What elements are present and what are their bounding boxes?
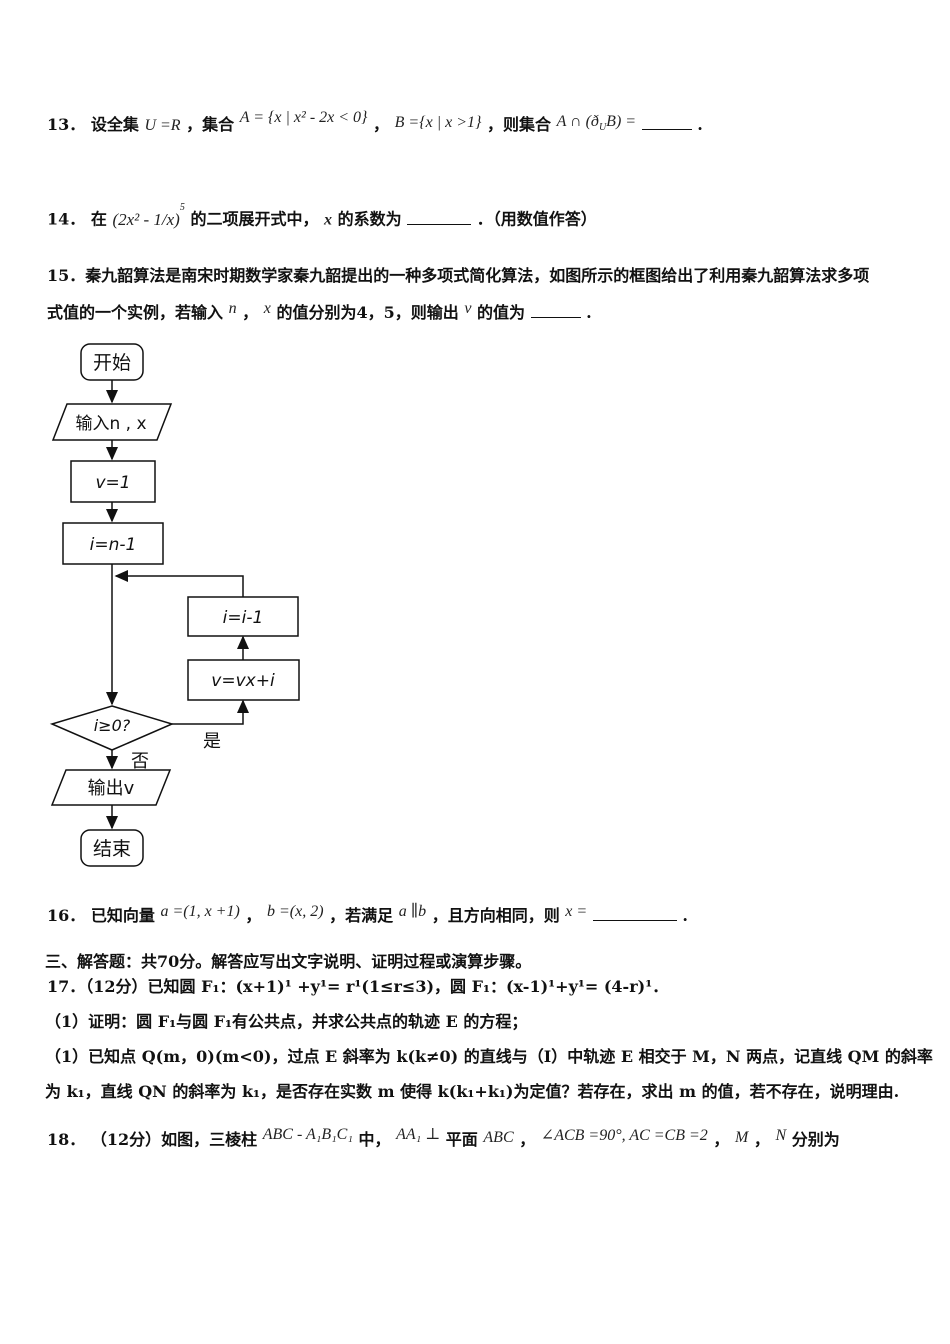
q16-math-parallel: a ∥b [398,903,427,920]
q18-math-m: M [734,1129,749,1146]
flow-init-i-label: i=n-1 [90,535,137,555]
q16-text-1: 已知向量 [90,906,155,925]
flow-init-v-box [70,460,156,503]
q14-answer-blank [407,208,472,225]
flow-init-v-label: v=1 [95,473,130,493]
q18-text-3: 平面 [445,1130,478,1149]
flow-update-i-box [187,596,299,637]
question-15-line-1: 15．秦九韶算法是南宋时期数学家秦九韶提出的一种多项式简化算法，如图所示的框图给… [47,266,870,285]
q13-math-set-a: A = {x | x² - 2x < 0} [239,109,368,126]
q18-math-plane: ABC [483,1129,514,1146]
question-17-part-2-line-2: 为 k₁，直线 QN 的斜率为 k₁，是否存在实数 m 使得 k(k₁+k₁)为… [45,1082,900,1101]
q15-text-3: 的值分别为4，5，则输出 [276,303,459,322]
q18-text-7: 分别为 [791,1130,840,1149]
q16-math-vector-b: b =(x, 2) [266,903,324,920]
q16-end: . [682,906,688,925]
question-17-part-1: （1）证明：圆 F₁与圆 F₁有公共点，并求公共点的轨迹 E 的方程； [45,1012,528,1031]
q15-text-4: 的值为 [477,303,526,322]
flow-condition-label: i≥0? [94,716,131,735]
flow-update-v-label: v=vx+i [211,671,275,691]
q16-number: 16． [47,906,86,925]
q13-answer-blank [641,113,692,130]
q13-text-4: ，则集合 [486,115,551,134]
flow-no-label: 否 [131,751,149,772]
q14-number: 14． [47,209,86,229]
flow-yes-path [172,699,249,725]
flow-end-box [80,829,144,867]
q16-text-3: ，若满足 [329,906,394,925]
q16-text-4: ，且方向相同，则 [431,906,560,925]
q18-math-prism: ABC - A₁B₁C₁ [262,1126,353,1143]
question-17-stem: 17．（12分）已知圆 F₁：(x+1)¹ +y¹= r¹(1≤r≤3)，圆 F… [47,977,669,996]
q14-math-binomial-exponent: 5 [179,202,185,213]
q16-math-vector-a: a =(1, x +1) [160,903,240,920]
q16-answer-blank [592,904,677,921]
flow-end-label: 结束 [93,838,131,860]
q15-text-1: 式值的一个实例，若输入 [47,303,224,322]
q15-end: . [586,303,592,322]
q18-number: 18． [47,1130,86,1149]
q13-math-set-b: B ={x | x >1} [394,114,482,131]
q13-text-2: ，集合 [186,115,235,134]
q14-end: ．（用数值作答） [476,209,597,229]
q14-text-2: 的二项展开式中， [190,209,319,229]
q14-text-3: 的系数为 [337,209,402,229]
q13-math-intersection-sub: U [598,122,607,134]
flow-yes-label: 是 [203,731,221,752]
q18-text-6: ， [753,1130,770,1149]
q14-math-x: x [324,211,333,229]
flow-init-i-box [62,522,164,565]
q15-math-v: v [464,300,472,317]
flow-output-box [50,769,172,806]
q16-math-x: x = [565,903,588,920]
question-14: 14． 在 (2x² - 1/x)5 的二项展开式中， x 的系数为 ．（用数值… [47,202,597,232]
q18-text-1: （12分）如图，三棱柱 [90,1130,258,1149]
q15-math-x: x [263,300,271,317]
flow-update-i-label: i=i-1 [223,608,264,628]
q14-math-binomial: (2x² - 1/x)5 [112,202,184,229]
q13-end: . [697,115,703,134]
q13-text-1: 设全集 [90,115,139,134]
q16-text-2: ， [245,906,262,925]
flow-input-box [51,403,173,441]
q13-math-intersection: A ∩ (ðUB) = [556,113,637,134]
flow-input-label: 输入n , x [75,414,146,434]
q15-text-2: ， [242,303,259,322]
q14-math-binomial-base: (2x² - 1/x) [112,209,180,229]
q14-text-1: 在 [90,209,107,229]
q18-math-angle: ∠ACB =90°, AC =CB =2 [540,1127,708,1144]
question-13: 13． 设全集 U =R ，集合 A = {x | x² - 2x < 0} ，… [47,109,703,143]
question-18: 18． （12分）如图，三棱柱 ABC - A₁B₁C₁ 中， AA₁ ⊥ 平面… [47,1126,840,1152]
q15-math-n: n [228,300,237,317]
q18-text-2: 中， [358,1130,391,1149]
question-15-line-2: 式值的一个实例，若输入 n ， x 的值分别为4，5，则输出 v 的值为 . [47,300,592,325]
q13-math-universal-set: U =R [144,117,181,134]
q15-answer-blank [530,301,581,318]
q18-text-5: ， [713,1130,730,1149]
q18-text-4: ， [519,1130,536,1149]
flow-start-label: 开始 [93,352,131,374]
flow-output-label: 输出v [88,778,135,799]
question-17-part-2-line-1: （1）已知点 Q(m，0)(m<0)，过点 E 斜率为 k(k≠0) 的直线与（… [45,1047,933,1066]
q13-text-3: ， [373,115,390,134]
question-16: 16． 已知向量 a =(1, x +1) ， b =(x, 2) ，若满足 a… [47,903,688,928]
q13-number: 13． [47,115,86,134]
q13-math-intersection-b: B) = [606,113,637,130]
section-3-title: 三、解答题：共70分。解答应写出文字说明、证明过程或演算步骤。 [45,952,532,971]
q18-math-aa1: AA₁ ⊥ [396,1126,441,1143]
flowchart: 开始 输入n , x v=1 i=n-1 i=i-1 v=vx+i i≥0? 是… [49,343,300,867]
flow-loop-path [114,570,244,597]
q18-math-n: N [775,1127,787,1144]
q13-math-intersection-a: A ∩ (ð [556,113,599,130]
